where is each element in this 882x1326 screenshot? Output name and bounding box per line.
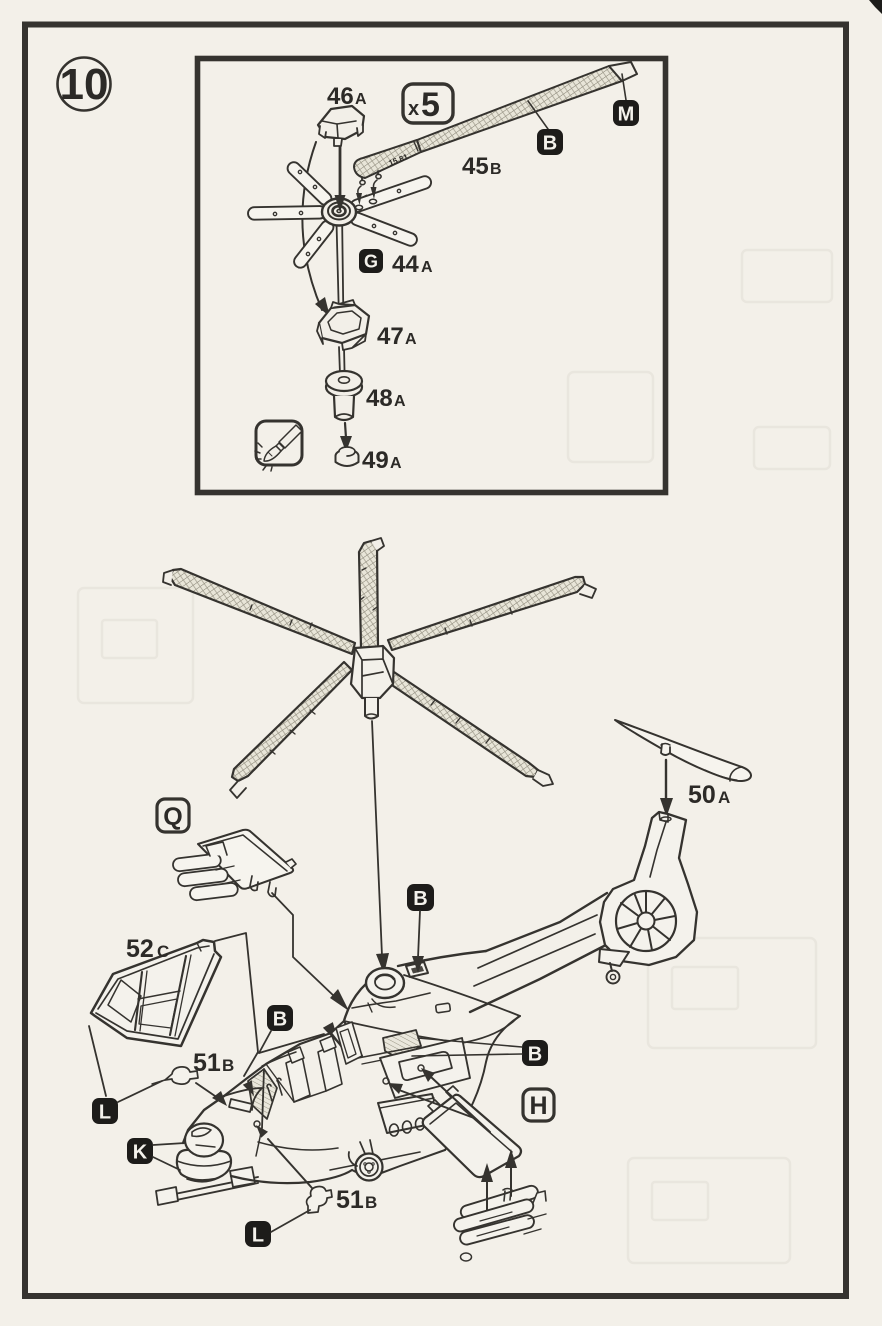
svg-text:B: B [222, 1056, 234, 1075]
svg-text:A: A [394, 393, 406, 410]
svg-text:H: H [529, 1092, 547, 1120]
svg-text:B: B [273, 1009, 287, 1031]
svg-text:47: 47 [377, 323, 404, 350]
svg-text:B: B [365, 1193, 377, 1212]
svg-text:50: 50 [688, 781, 716, 809]
svg-text:52: 52 [126, 935, 154, 963]
svg-text:L: L [252, 1225, 264, 1247]
svg-text:5: 5 [421, 86, 440, 124]
svg-text:x: x [408, 98, 419, 120]
svg-text:B: B [543, 133, 557, 155]
svg-text:A: A [355, 91, 367, 108]
svg-text:49: 49 [362, 447, 389, 474]
svg-text:B: B [413, 888, 427, 910]
svg-text:M: M [618, 104, 635, 126]
svg-text:K: K [133, 1142, 148, 1164]
svg-text:B: B [490, 161, 502, 178]
svg-text:51: 51 [336, 1186, 364, 1214]
svg-text:48: 48 [366, 385, 393, 412]
svg-text:L: L [99, 1102, 111, 1124]
svg-text:B: B [528, 1044, 542, 1066]
svg-text:C: C [157, 942, 169, 961]
svg-text:A: A [718, 788, 730, 807]
svg-text:A: A [390, 455, 402, 472]
svg-text:51: 51 [193, 1049, 221, 1077]
svg-text:G: G [364, 252, 378, 272]
svg-text:10: 10 [60, 60, 109, 109]
svg-text:A: A [405, 331, 417, 348]
svg-text:A: A [421, 259, 433, 276]
svg-text:46: 46 [327, 83, 354, 110]
svg-text:45: 45 [462, 153, 489, 180]
svg-text:Q: Q [163, 803, 182, 831]
svg-text:44: 44 [392, 251, 419, 278]
